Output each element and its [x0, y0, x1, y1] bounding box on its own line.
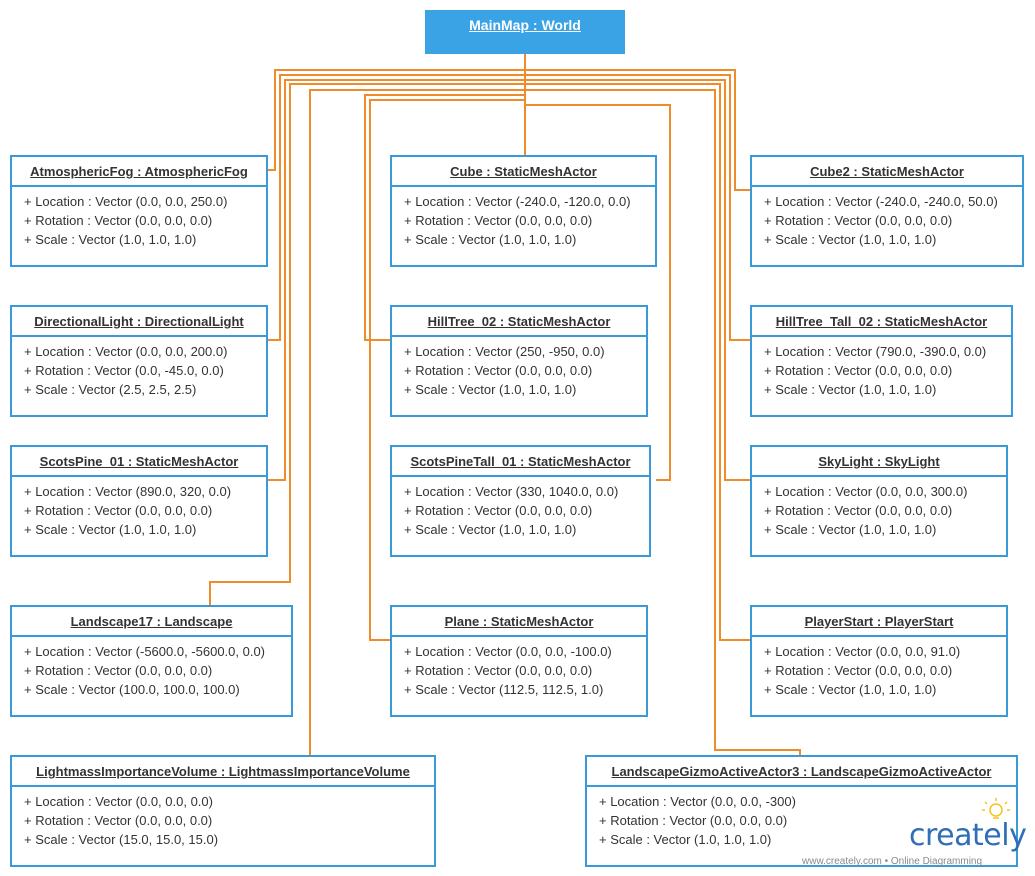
object-title: Cube2 : StaticMeshActor [752, 157, 1022, 187]
attr-location: + Location : Vector (0.0, 0.0, 91.0) [764, 644, 961, 659]
attr-scale: + Scale : Vector (1.0, 1.0, 1.0) [404, 382, 577, 397]
attr-rotation: + Rotation : Vector (0.0, 0.0, 0.0) [599, 813, 788, 828]
object-hilltree[interactable]: HillTree_02 : StaticMeshActor + Location… [390, 305, 648, 417]
object-skylight[interactable]: SkyLight : SkyLight + Location : Vector … [750, 445, 1008, 557]
lightbulb-icon [982, 798, 1010, 819]
object-title: SkyLight : SkyLight [752, 447, 1006, 477]
attr-rotation: + Rotation : Vector (0.0, 0.0, 0.0) [764, 663, 953, 678]
root-object-mainmap[interactable]: MainMap : World [425, 10, 625, 54]
attr-rotation: + Rotation : Vector (0.0, 0.0, 0.0) [24, 213, 213, 228]
object-title: Plane : StaticMeshActor [392, 607, 646, 637]
attr-location: + Location : Vector (0.0, 0.0, 200.0) [24, 344, 228, 359]
attr-scale: + Scale : Vector (1.0, 1.0, 1.0) [24, 522, 197, 537]
attr-scale: + Scale : Vector (15.0, 15.0, 15.0) [24, 832, 219, 847]
object-landscape[interactable]: Landscape17 : Landscape + Location : Vec… [10, 605, 293, 717]
object-landscapegizmo[interactable]: LandscapeGizmoActiveActor3 : LandscapeGi… [585, 755, 1018, 867]
connector-lightmass [309, 89, 525, 756]
object-hilltreetall[interactable]: HillTree_Tall_02 : StaticMeshActor + Loc… [750, 305, 1013, 417]
connector-playerstart [525, 83, 751, 641]
object-title: ScotsPineTall_01 : StaticMeshActor [392, 447, 649, 477]
attr-location: + Location : Vector (0.0, 0.0, 250.0) [24, 194, 228, 209]
attr-scale: + Scale : Vector (1.0, 1.0, 1.0) [764, 682, 937, 697]
object-title: DirectionalLight : DirectionalLight [12, 307, 266, 337]
attr-scale: + Scale : Vector (100.0, 100.0, 100.0) [24, 682, 240, 697]
object-title: ScotsPine_01 : StaticMeshActor [12, 447, 266, 477]
connector-skylight [525, 79, 751, 481]
attr-location: + Location : Vector (-240.0, -120.0, 0.0… [404, 194, 631, 209]
object-title: AtmosphericFog : AtmosphericFog [12, 157, 266, 187]
attr-location: + Location : Vector (0.0, 0.0, 0.0) [24, 794, 213, 809]
attr-rotation: + Rotation : Vector (0.0, 0.0, 0.0) [404, 663, 593, 678]
attr-location: + Location : Vector (0.0, 0.0, -300) [599, 794, 796, 809]
attr-rotation: + Rotation : Vector (0.0, 0.0, 0.0) [404, 503, 593, 518]
attr-location: + Location : Vector (0.0, 0.0, -100.0) [404, 644, 612, 659]
connector-cube2 [525, 69, 751, 191]
attr-rotation: + Rotation : Vector (0.0, 0.0, 0.0) [404, 213, 593, 228]
attr-scale: + Scale : Vector (1.0, 1.0, 1.0) [764, 232, 937, 247]
object-scotspinetall[interactable]: ScotsPineTall_01 : StaticMeshActor + Loc… [390, 445, 651, 557]
attr-rotation: + Rotation : Vector (0.0, 0.0, 0.0) [24, 503, 213, 518]
attr-rotation: + Rotation : Vector (0.0, 0.0, 0.0) [764, 363, 953, 378]
attr-scale: + Scale : Vector (1.0, 1.0, 1.0) [764, 382, 937, 397]
connector-directionallight [267, 74, 525, 341]
attr-rotation: + Rotation : Vector (0.0, 0.0, 0.0) [764, 213, 953, 228]
creately-logo: creately www.creately.com • Online Diagr… [802, 798, 1027, 868]
connector-plane [369, 99, 525, 641]
object-title: Cube : StaticMeshActor [392, 157, 655, 187]
object-title: Landscape17 : Landscape [12, 607, 291, 637]
attr-location: + Location : Vector (250, -950, 0.0) [404, 344, 605, 359]
object-cube2[interactable]: Cube2 : StaticMeshActor + Location : Vec… [750, 155, 1024, 267]
object-title: LandscapeGizmoActiveActor3 : LandscapeGi… [587, 757, 1016, 787]
object-playerstart[interactable]: PlayerStart : PlayerStart + Location : V… [750, 605, 1008, 717]
object-plane[interactable]: Plane : StaticMeshActor + Location : Vec… [390, 605, 648, 717]
object-title: HillTree_Tall_02 : StaticMeshActor [752, 307, 1011, 337]
attr-scale: + Scale : Vector (1.0, 1.0, 1.0) [764, 522, 937, 537]
attr-location: + Location : Vector (-240.0, -240.0, 50.… [764, 194, 998, 209]
object-title: HillTree_02 : StaticMeshActor [392, 307, 646, 337]
connector-landscape [209, 83, 525, 606]
connector-scotspine [267, 79, 525, 481]
attr-scale: + Scale : Vector (2.5, 2.5, 2.5) [24, 382, 197, 397]
object-cube[interactable]: Cube : StaticMeshActor + Location : Vect… [390, 155, 657, 267]
logo-text: creately [909, 818, 1027, 853]
attr-rotation: + Rotation : Vector (0.0, 0.0, 0.0) [764, 503, 953, 518]
attr-rotation: + Rotation : Vector (0.0, 0.0, 0.0) [24, 813, 213, 828]
connector-hilltree [364, 94, 525, 341]
attr-location: + Location : Vector (0.0, 0.0, 300.0) [764, 484, 968, 499]
attr-rotation: + Rotation : Vector (0.0, 0.0, 0.0) [404, 363, 593, 378]
object-title: PlayerStart : PlayerStart [752, 607, 1006, 637]
object-directionallight[interactable]: DirectionalLight : DirectionalLight + Lo… [10, 305, 268, 417]
attr-rotation: + Rotation : Vector (0.0, -45.0, 0.0) [24, 363, 224, 378]
object-lightmass[interactable]: LightmassImportanceVolume : LightmassImp… [10, 755, 436, 867]
connector-hilltreetall [525, 74, 751, 341]
logo-tagline: www.creately.com • Online Diagramming [802, 856, 983, 867]
object-title: LightmassImportanceVolume : LightmassImp… [12, 757, 434, 787]
attr-location: + Location : Vector (890.0, 320, 0.0) [24, 484, 232, 499]
connector-atmosphericfog [267, 69, 525, 171]
attr-scale: + Scale : Vector (1.0, 1.0, 1.0) [24, 232, 197, 247]
connector-scotspinetall [525, 104, 671, 481]
attr-location: + Location : Vector (330, 1040.0, 0.0) [404, 484, 619, 499]
attr-location: + Location : Vector (-5600.0, -5600.0, 0… [24, 644, 266, 659]
object-atmosphericfog[interactable]: AtmosphericFog : AtmosphericFog + Locati… [10, 155, 268, 267]
attr-rotation: + Rotation : Vector (0.0, 0.0, 0.0) [24, 663, 213, 678]
attr-scale: + Scale : Vector (1.0, 1.0, 1.0) [404, 522, 577, 537]
attr-scale: + Scale : Vector (1.0, 1.0, 1.0) [599, 832, 772, 847]
attr-scale: + Scale : Vector (112.5, 112.5, 1.0) [404, 682, 604, 697]
connector-landscapegizmo [525, 89, 801, 756]
attr-scale: + Scale : Vector (1.0, 1.0, 1.0) [404, 232, 577, 247]
attr-location: + Location : Vector (790.0, -390.0, 0.0) [764, 344, 987, 359]
object-scotspine[interactable]: ScotsPine_01 : StaticMeshActor + Locatio… [10, 445, 268, 557]
